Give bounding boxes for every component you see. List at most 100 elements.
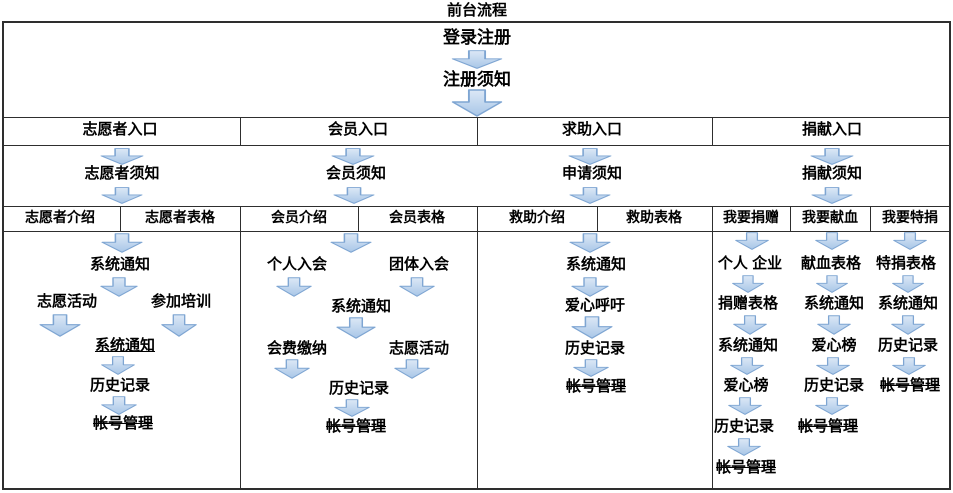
down-arrow-icon — [731, 275, 765, 293]
tab-volunteer-intro: 志愿者介绍 — [25, 209, 95, 225]
down-arrow-icon — [567, 148, 613, 165]
node-register-notice: 注册须知 — [443, 70, 511, 89]
down-arrow-icon — [816, 315, 852, 335]
down-arrow-icon — [729, 357, 765, 375]
donate-flow-node: 捐赠表格 — [717, 295, 779, 312]
volunteer-flow-node: 志愿活动 — [36, 293, 98, 310]
node-login: 登录注册 — [443, 28, 511, 47]
down-arrow-icon — [333, 399, 371, 417]
blood-flow-node: 系统通知 — [803, 295, 865, 312]
grid-line-h3 — [2, 206, 950, 207]
grid-line-v-col3 — [712, 206, 713, 489]
tab-help-form: 救助表格 — [626, 209, 682, 225]
down-arrow-icon — [100, 396, 138, 415]
down-arrow-icon — [815, 275, 849, 293]
down-arrow-icon — [815, 357, 851, 375]
volunteer-flow-node: 参加培训 — [150, 293, 212, 310]
donate-flow-node: 系统通知 — [717, 337, 779, 354]
table-border-left — [2, 21, 4, 490]
table-border-bottom — [2, 488, 950, 490]
down-arrow-icon — [100, 356, 136, 375]
grid-line-h4 — [2, 231, 950, 232]
down-arrow-icon — [99, 148, 145, 165]
down-arrow-icon — [734, 232, 770, 250]
member-flow-node: 历史记录 — [328, 380, 390, 397]
grid-line-v-sub2 — [358, 206, 359, 231]
blood-flow-node: 历史记录 — [803, 377, 865, 394]
notice-donation: 捐献须知 — [801, 165, 863, 182]
blood-flow-node: 帐号管理 — [797, 418, 859, 435]
special-flow-node: 特捐表格 — [875, 255, 937, 272]
down-arrow-icon — [275, 277, 313, 297]
down-arrow-icon — [572, 359, 610, 377]
help-flow-node: 系统通知 — [565, 256, 627, 273]
down-arrow-icon — [814, 397, 850, 415]
down-arrow-icon — [892, 232, 928, 250]
down-arrow-icon — [568, 187, 612, 204]
donate-flow-node: 爱心榜 — [723, 377, 769, 394]
special-flow-node: 系统通知 — [877, 295, 939, 312]
down-arrow-icon — [332, 187, 376, 204]
tab-member-intro: 会员介绍 — [271, 209, 327, 225]
donate-flow-node: 帐号管理 — [715, 459, 777, 476]
tab-donate-special: 我要特捐 — [882, 209, 938, 225]
member-flow-node: 系统通知 — [330, 298, 392, 315]
down-arrow-icon — [809, 148, 855, 165]
member-flow-node: 个人入会 — [266, 256, 328, 273]
down-arrow-icon — [732, 315, 768, 335]
blood-flow-node: 献血表格 — [800, 255, 862, 272]
help-flow-node: 历史记录 — [564, 340, 626, 357]
table-border-top — [2, 21, 950, 23]
down-arrow-icon — [727, 397, 763, 415]
grid-line-v-col1 — [240, 206, 241, 489]
member-flow-node: 团体入会 — [388, 256, 450, 273]
help-flow-node: 帐号管理 — [565, 378, 627, 395]
grid-line-v-sub1 — [120, 206, 121, 231]
tab-donate-give: 我要捐赠 — [723, 209, 779, 225]
volunteer-flow-node: 系统通知 — [94, 337, 156, 354]
special-flow-node: 历史记录 — [877, 337, 939, 354]
tab-member-form: 会员表格 — [389, 209, 445, 225]
down-arrow-icon — [814, 232, 850, 250]
grid-line-v-header-1 — [240, 117, 241, 145]
volunteer-flow-node: 系统通知 — [89, 256, 151, 273]
down-arrow-icon — [570, 277, 610, 297]
down-arrow-icon — [810, 187, 854, 204]
tab-volunteer-form: 志愿者表格 — [145, 209, 215, 225]
member-flow-node: 志愿活动 — [388, 340, 450, 357]
grid-line-v-header-2 — [477, 117, 478, 145]
down-arrow-icon — [726, 438, 762, 456]
member-flow-node: 会费缴纳 — [266, 340, 328, 357]
down-arrow-icon — [330, 148, 376, 165]
entrance-volunteer: 志愿者入口 — [82, 121, 158, 138]
grid-line-v-sub5 — [870, 206, 871, 231]
entrance-help: 求助入口 — [561, 121, 623, 138]
table-border-right — [949, 21, 951, 490]
help-flow-node: 爱心呼吁 — [564, 297, 626, 314]
down-arrow-icon — [450, 89, 504, 117]
down-arrow-icon — [891, 357, 927, 375]
grid-line-v-col2 — [477, 206, 478, 489]
grid-line-h2 — [2, 145, 950, 146]
grid-line-v-header-3 — [712, 117, 713, 145]
down-arrow-icon — [335, 317, 377, 339]
down-arrow-icon — [570, 316, 614, 339]
down-arrow-icon — [100, 187, 144, 204]
member-flow-node: 帐号管理 — [325, 418, 387, 435]
volunteer-flow-node: 历史记录 — [89, 377, 151, 394]
down-arrow-icon — [393, 359, 431, 379]
blood-flow-node: 爱心榜 — [811, 337, 857, 354]
down-arrow-icon — [891, 275, 925, 293]
donate-flow-node: 历史记录 — [713, 418, 775, 435]
entrance-member: 会员入口 — [327, 121, 389, 138]
notice-member: 会员须知 — [325, 165, 387, 182]
page-title: 前台流程 — [446, 2, 508, 19]
down-arrow-icon — [100, 233, 144, 253]
notice-volunteer: 志愿者须知 — [84, 165, 160, 182]
grid-line-h1 — [2, 117, 950, 118]
down-arrow-icon — [450, 50, 504, 69]
donate-flow-node: 个人 企业 — [717, 255, 783, 272]
grid-line-v-sub3 — [597, 206, 598, 231]
entrance-donation: 捐献入口 — [801, 121, 863, 138]
